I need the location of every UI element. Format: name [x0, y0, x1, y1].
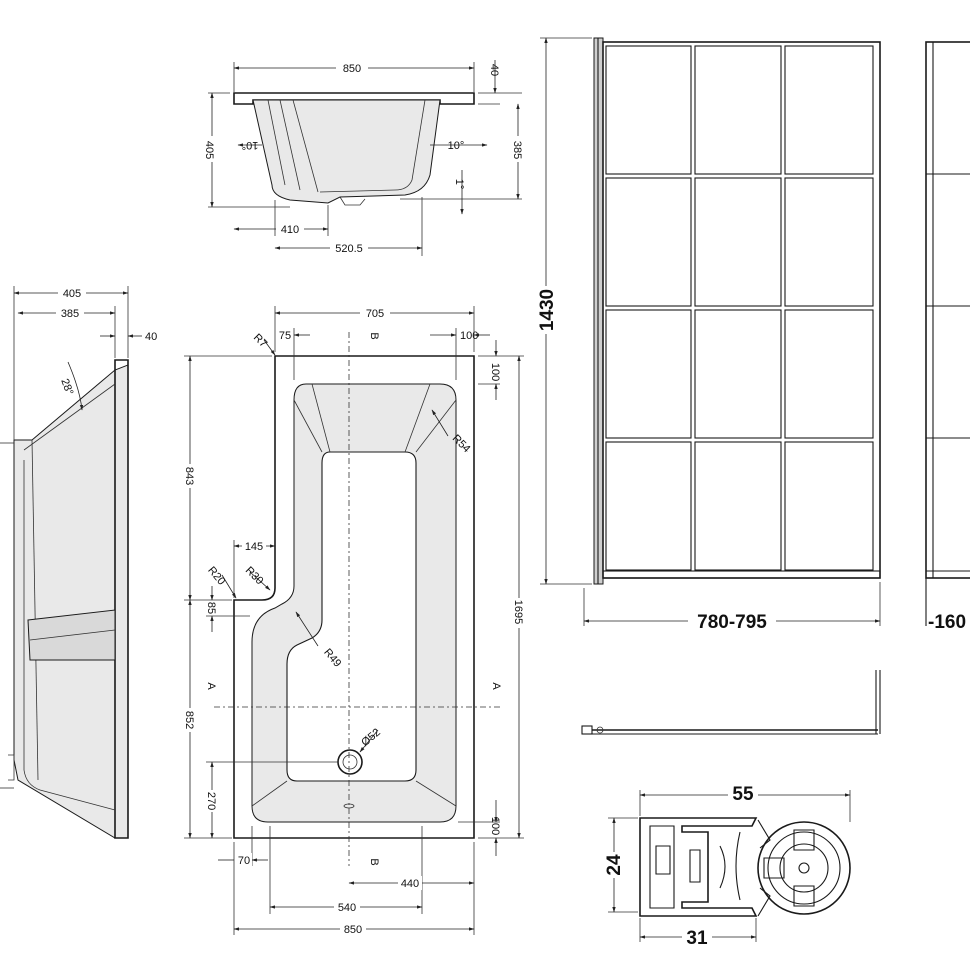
plan-narrow-width: 705: [366, 308, 384, 320]
plan-step-depth: 85: [205, 602, 217, 614]
section-a-right: A: [490, 682, 502, 690]
end-right-angle: 10°: [448, 140, 465, 152]
side-rim-label: 40: [145, 331, 157, 343]
plan-left-margin: 70: [238, 855, 250, 867]
end-waste-offset: 410: [281, 224, 299, 236]
plan-radius-r7: R7: [251, 332, 269, 350]
section-b-bottom: B: [368, 858, 380, 865]
end-base-length: 520.5: [335, 243, 363, 255]
plan-bottom-offset: 100: [489, 817, 501, 835]
side-depth-label: 405: [63, 288, 81, 300]
screen-width-label: 780-795: [697, 612, 767, 633]
end-rim-label: 40: [488, 64, 500, 76]
profile-width-label: 55: [732, 784, 754, 805]
end-floor-angle: 1°: [453, 179, 465, 190]
end-width-label: 850: [343, 63, 361, 75]
section-a-left: A: [205, 682, 217, 690]
plan-right-offset: 100: [460, 330, 478, 342]
plan-overall-width: 850: [344, 924, 362, 936]
screen-height-label: 1430: [537, 289, 558, 331]
plan-waste-from-right: 440: [401, 878, 419, 890]
plan-step-width: 145: [245, 541, 263, 553]
plan-radius-r30: R30: [243, 564, 266, 587]
bath-screen-elevation: 1430 780-795: [534, 37, 881, 633]
profile-base-label: 31: [686, 928, 708, 949]
end-height-label: 405: [203, 141, 215, 159]
bath-side-view: 405 385 40 28°: [0, 286, 157, 839]
end-left-angle: 10°: [242, 139, 259, 151]
section-b-top: B: [368, 332, 380, 339]
profile-height-label: 24: [604, 854, 625, 876]
screen-grid-panes: [605, 45, 874, 571]
plan-upper-length: 843: [183, 467, 195, 485]
plan-waste-from-bottom: 270: [205, 792, 217, 810]
plan-left-offset: 75: [279, 330, 291, 342]
bath-plan-view: B B A A 705 R7 75 100 100 843 852: [183, 306, 526, 936]
plan-top-offset: 100: [489, 363, 501, 381]
side-inner-depth-label: 385: [61, 308, 79, 320]
end-inner-height-label: 385: [511, 141, 523, 159]
bath-end-view: 850 40 405 385 10° 10° 1° 410 520.5: [203, 60, 526, 256]
frame-profile-section: 55 24 31: [604, 782, 851, 949]
plan-overall-length: 1695: [512, 600, 524, 624]
plan-lower-length: 852: [183, 711, 195, 729]
second-screen-width-label: -160: [928, 612, 966, 633]
plan-radius-r20: R20: [205, 564, 227, 587]
second-screen-partial: -160: [925, 41, 970, 633]
screen-plan-view: [581, 670, 881, 735]
plan-inner-width: 540: [338, 902, 356, 914]
side-angle-label: 28°: [58, 377, 75, 397]
